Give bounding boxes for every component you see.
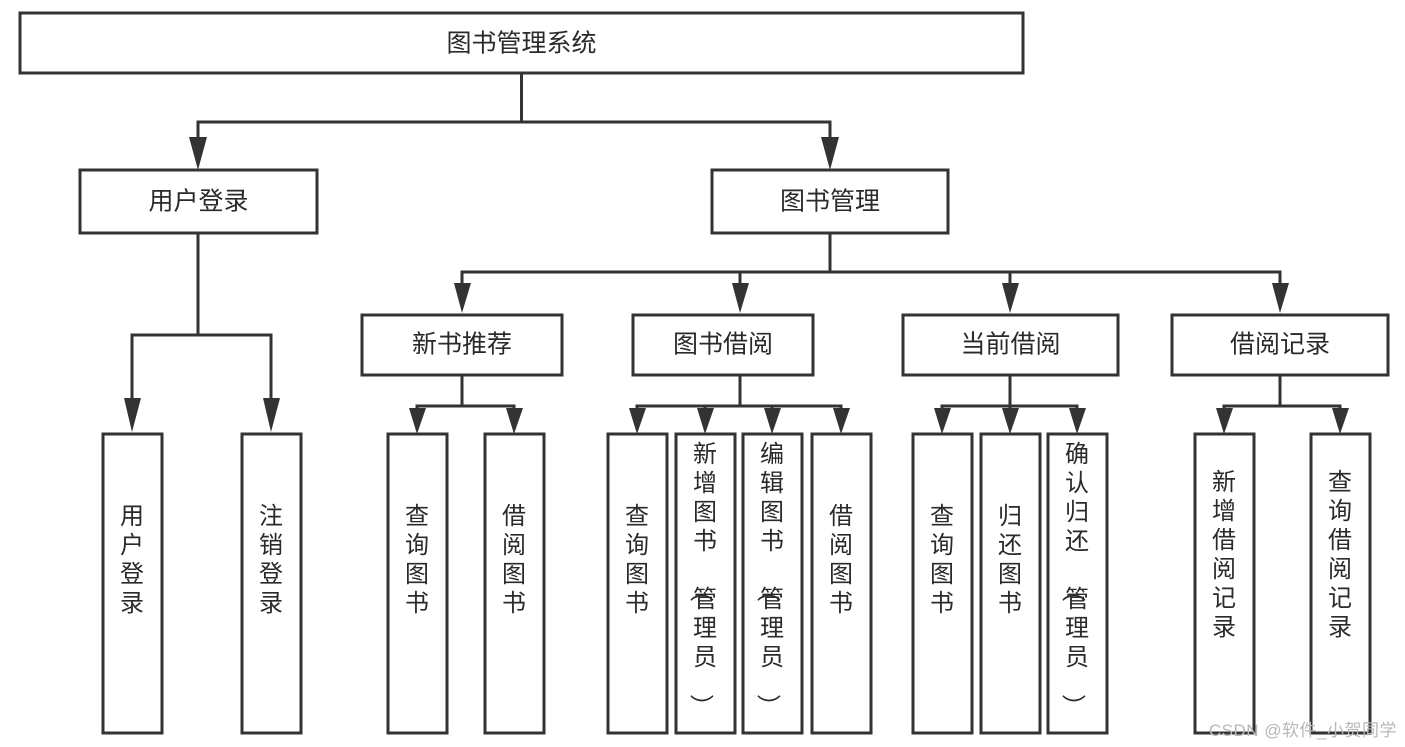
node-leaf-borrow-book-1-box[interactable]: [483, 432, 546, 735]
arrow-head-new-book-recommend: [454, 283, 471, 313]
node-book-management-label: 图书管理: [780, 188, 880, 216]
arrow-head-leaf-query-borrow-record: [1332, 408, 1349, 434]
node-leaf-add-borrow-record-label: 新增借阅记录: [1212, 469, 1236, 641]
node-borrow-record-label: 借阅记录: [1230, 331, 1330, 359]
arrow-head-leaf-borrow-book-2: [833, 408, 850, 434]
connector-group-book-management: [454, 231, 1289, 313]
node-leaf-query-book-2-label: 查询图书: [625, 503, 649, 617]
node-user-login-box[interactable]: [78, 168, 319, 235]
node-leaf-logout-login[interactable]: 注销登录: [240, 432, 303, 735]
connector-group-root: [189, 72, 839, 170]
arrow-head-book-borrow: [732, 283, 749, 313]
arrow-head-leaf-query-book-2: [629, 408, 646, 434]
node-borrow-record-box[interactable]: [1170, 313, 1390, 377]
node-leaf-confirm-return-admin-box[interactable]: [1046, 432, 1109, 735]
node-leaf-logout-login-label: 注销登录: [259, 503, 283, 617]
node-leaf-return-book-box[interactable]: [979, 432, 1042, 735]
node-user-login[interactable]: 用户登录: [78, 168, 319, 235]
connector-group-borrow-record: [1216, 373, 1349, 434]
node-leaf-borrow-book-1-label: 借阅图书: [502, 503, 526, 617]
arrow-head-leaf-add-book-admin: [697, 408, 714, 434]
node-leaf-edit-book-admin-box[interactable]: [741, 432, 804, 735]
arrow-head-leaf-borrow-book-1: [506, 408, 523, 434]
node-leaf-edit-book-admin-label: 编辑图书（管理员）: [754, 441, 784, 718]
node-leaf-query-book-1[interactable]: 查询图书: [386, 432, 449, 735]
arrow-head-leaf-return-book: [1002, 408, 1019, 434]
node-root-label: 图书管理系统: [446, 30, 596, 58]
node-leaf-query-book-3-box[interactable]: [911, 432, 974, 735]
node-leaf-query-book-1-label: 查询图书: [405, 503, 429, 617]
node-leaf-query-borrow-record-box[interactable]: [1309, 432, 1372, 735]
arrow-head-leaf-add-borrow-record: [1216, 408, 1233, 434]
node-leaf-return-book-label: 归还图书: [998, 503, 1022, 617]
node-leaf-query-book-1-box[interactable]: [386, 432, 449, 735]
node-leaf-borrow-book-2-label: 借阅图书: [829, 503, 853, 617]
node-leaf-borrow-book-2-box[interactable]: [810, 432, 873, 735]
node-leaf-add-borrow-record-box[interactable]: [1193, 432, 1256, 735]
node-leaf-user-login-box[interactable]: [101, 432, 164, 735]
node-leaf-add-book-admin[interactable]: 新增图书（管理员）: [674, 432, 737, 735]
arrow-head-leaf-query-book-1: [409, 408, 426, 434]
arrow-head-user-login: [189, 137, 207, 170]
node-current-borrow[interactable]: 当前借阅: [901, 313, 1120, 377]
node-leaf-query-book-3-label: 查询图书: [930, 503, 954, 617]
node-book-management[interactable]: 图书管理: [710, 168, 950, 235]
node-leaf-query-book-2[interactable]: 查询图书: [606, 432, 669, 735]
node-leaf-confirm-return-admin-label: 确认归还（管理员）: [1059, 441, 1089, 718]
arrow-head-leaf-logout-login: [263, 398, 280, 432]
node-book-management-box[interactable]: [710, 168, 950, 235]
node-current-borrow-box[interactable]: [901, 313, 1120, 377]
node-new-book-recommend-box[interactable]: [360, 313, 564, 377]
node-book-borrow[interactable]: 图书借阅: [631, 313, 815, 377]
node-book-borrow-label: 图书借阅: [673, 331, 773, 359]
arrow-head-leaf-edit-book-admin: [764, 408, 781, 434]
node-leaf-query-book-3[interactable]: 查询图书: [911, 432, 974, 735]
node-leaf-edit-book-admin[interactable]: 编辑图书（管理员）: [741, 432, 804, 735]
node-leaf-user-login[interactable]: 用户登录: [101, 432, 164, 735]
arrow-head-leaf-confirm-return-admin: [1069, 408, 1086, 434]
node-book-borrow-box[interactable]: [631, 313, 815, 377]
connector-group-current-borrow: [934, 373, 1086, 434]
node-new-book-recommend-label: 新书推荐: [412, 331, 512, 359]
arrow-head-current-borrow: [1002, 283, 1019, 313]
arrow-head-book-management: [821, 137, 839, 170]
node-leaf-query-book-2-box[interactable]: [606, 432, 669, 735]
connector-group-user-login: [124, 231, 280, 432]
node-leaf-logout-login-box[interactable]: [240, 432, 303, 735]
node-leaf-return-book[interactable]: 归还图书: [979, 432, 1042, 735]
node-root[interactable]: 图书管理系统: [18, 11, 1025, 75]
node-leaf-borrow-book-2[interactable]: 借阅图书: [810, 432, 873, 735]
node-new-book-recommend[interactable]: 新书推荐: [360, 313, 564, 377]
arrow-head-leaf-query-book-3: [934, 408, 951, 434]
arrow-head-leaf-user-login: [124, 398, 141, 432]
node-leaf-query-borrow-record[interactable]: 查询借阅记录: [1309, 432, 1372, 735]
node-user-login-label: 用户登录: [148, 188, 248, 216]
node-leaf-confirm-return-admin[interactable]: 确认归还（管理员）: [1046, 432, 1109, 735]
arrow-head-borrow-record: [1272, 283, 1289, 313]
node-leaf-user-login-label: 用户登录: [120, 503, 144, 617]
node-leaf-borrow-book-1[interactable]: 借阅图书: [483, 432, 546, 735]
node-leaf-query-borrow-record-label: 查询借阅记录: [1328, 469, 1352, 641]
node-leaf-add-book-admin-box[interactable]: [674, 432, 737, 735]
connector-group-book-borrow: [629, 373, 850, 434]
node-current-borrow-label: 当前借阅: [960, 331, 1060, 359]
node-leaf-add-book-admin-label: 新增图书（管理员）: [687, 441, 717, 718]
node-leaf-add-borrow-record[interactable]: 新增借阅记录: [1193, 432, 1256, 735]
node-borrow-record[interactable]: 借阅记录: [1170, 313, 1390, 377]
connector-group-new-book-recommend: [409, 373, 523, 434]
node-root-box[interactable]: [18, 11, 1025, 75]
